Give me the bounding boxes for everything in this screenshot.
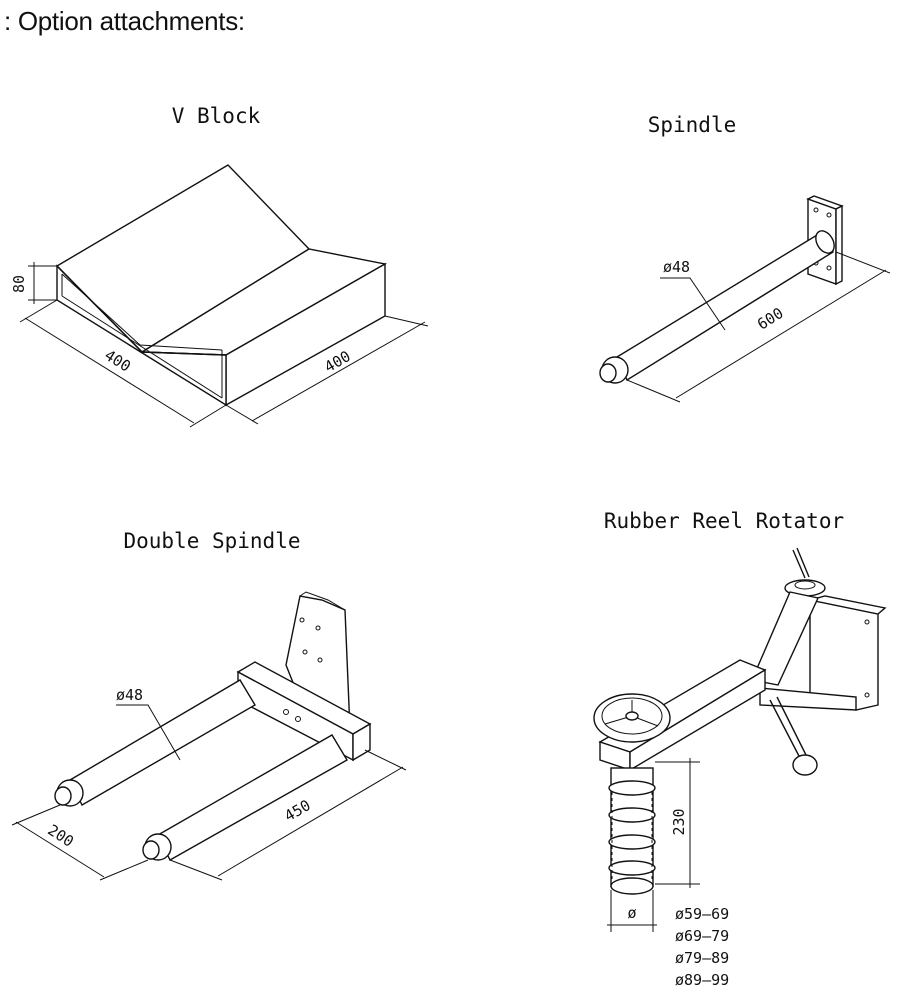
spindle-drawing: Spindle ø48 600 [599,113,891,403]
double-spindle-drawing: Double Spindle ø48 [11,529,407,881]
v-block-height-dim: 80 [10,275,28,293]
double-spindle-title: Double Spindle [123,529,300,553]
rotator-diameter-option-1: ø59–69 [675,905,729,923]
v-block-width-dim: 400 [321,347,353,376]
rotator-diameter-option-3: ø79–89 [675,949,729,967]
double-spindle-front-shaft [157,734,348,861]
v-block-title: V Block [172,104,261,128]
double-spindle-diameter-dim: ø48 [116,686,143,704]
rubber-reel-rotator-title: Rubber Reel Rotator [604,509,844,533]
spindle-length-dim: 600 [754,304,787,334]
double-spindle-spacing-dim: 200 [44,821,77,851]
rotator-diameter-option-4: ø89–99 [675,971,729,989]
spindle-diameter-dim: ø48 [663,258,690,276]
spindle-shaft [616,231,834,382]
rotator-height-dim: 230 [670,808,688,835]
rotator-diameter-dim: ø [627,904,636,922]
rubber-reel-rotator-drawing: Rubber Reel Rotator [593,509,887,989]
page-heading: : Option attachments: [4,6,245,36]
v-block-length-dim: 400 [101,346,134,376]
rotator-rubber-reel [608,767,656,895]
spindle-title: Spindle [648,113,737,137]
rotator-strut [751,591,820,686]
rotator-diameter-option-2: ø69–79 [675,927,729,945]
double-spindle-length-dim: 450 [281,796,313,825]
v-block-drawing: V Block 80 400 [10,104,429,428]
double-spindle-rear-shaft [69,679,256,806]
